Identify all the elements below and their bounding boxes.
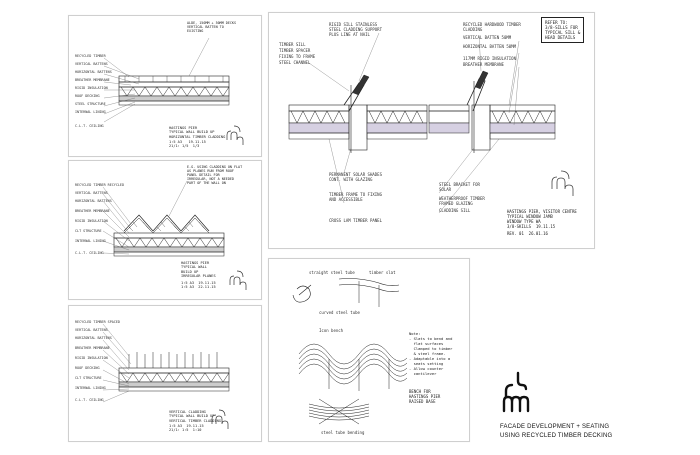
sheet-title: HASTINGS PIER, VISITOR CENTRE TYPICAL WI… <box>507 209 577 229</box>
detail-label: TIMBER FRAME TO FIXING <box>329 192 382 197</box>
bench-caption: BENCH FOR HASTINGS PIER RAISED BASE <box>409 389 441 405</box>
sketch-label: timber slat <box>369 270 396 275</box>
detail-label: RECYCLED HARDWOOD TIMBER <box>463 22 521 27</box>
architect-logo <box>229 270 247 290</box>
layer-label: STEEL STRUCTURE <box>75 102 106 106</box>
sheet-scale: 1:5 A3 19.11.15 1:5 A3 22.11.15 <box>181 281 216 290</box>
detail-label: HORIZONTAL BATTEN 50MM <box>463 44 516 49</box>
sheet-title: VERTICAL CLADDING TYPICAL WALL BUILD UP … <box>169 410 221 423</box>
layer-label: HORIZONTAL BATTENS <box>75 336 112 340</box>
sheet-scale: REV. 01 26.01.16 <box>507 231 548 236</box>
detail-label: SOLAR <box>439 187 452 192</box>
detail-label: STEEL CLADDING SUPPORT <box>329 27 382 32</box>
drawing-sheet-irregular-planes: E.G. USING CLADDING ON FLAT AS PLANES RU… <box>68 160 262 300</box>
detail-label: CLADDING SILL <box>439 208 471 213</box>
layer-label: INTERNAL LINING <box>75 110 106 114</box>
sheet-top-note: ALDE, 150MM + 50MM DECKS VERTICAL BATTEN… <box>187 21 236 33</box>
detail-label: TIMBER SILL <box>279 42 306 47</box>
detail-label: VERTICAL BATTEN 50MM <box>463 35 512 40</box>
drawing-sheet-horizontal-cladding: ALDE, 150MM + 50MM DECKS VERTICAL BATTEN… <box>68 15 262 157</box>
detail-label: STEEL BRACKET FOR <box>439 182 480 187</box>
layer-label: ROOF DECKING <box>75 366 100 370</box>
layer-label: INTERNAL LINING <box>75 239 106 243</box>
detail-label: AND ACCESSIBLE <box>329 197 363 202</box>
layer-label: RIGID INSULATION <box>75 219 108 223</box>
layer-label: VERTICAL BATTENS <box>75 62 108 66</box>
detail-label: RIGID SILL STAINLESS <box>329 22 378 27</box>
bench-sketch-drawing <box>292 278 408 425</box>
detail-label: WEATHERPROOF TIMBER <box>439 196 485 201</box>
layer-label: C.L.T. CEILING <box>75 124 104 128</box>
wall-section-drawing <box>103 37 244 145</box>
layer-label: BREATHER MEMBRANE <box>75 78 110 82</box>
layer-label: CLT STRUCTURE <box>75 229 102 233</box>
layer-label: BREATHER MEMBRANE <box>75 209 110 213</box>
detail-label: PERMANENT SOLAR SHADES <box>329 172 382 177</box>
detail-label: CROSS LAM TIMBER PANEL <box>329 218 382 223</box>
window-jamb-section-drawing <box>288 32 574 214</box>
layer-label: RIGID INSULATION <box>75 86 108 90</box>
sheet-top-note: E.G. USING CLADDING ON FLAT AS PLANES RU… <box>187 165 243 185</box>
sketch-label: steel tube bending <box>321 430 365 435</box>
detail-label: CONT. WITH GLAZING <box>329 177 373 182</box>
detail-label: BREATHER MEMBRANE <box>463 62 504 67</box>
architect-logo <box>211 409 229 429</box>
layer-label: C.L.T. CEILING <box>75 398 104 402</box>
caption-line: USING RECYCLED TIMBER DECKING <box>500 433 613 439</box>
detail-label: FRAMED GLAZING <box>439 201 473 206</box>
layer-label: CLT STRUCTURE <box>75 376 102 380</box>
layer-label: BREATHER MEMBRANE <box>75 346 110 350</box>
drawing-sheet-window-jamb: REFER TO: 3/8-SILLS FOR TYPICAL SILL & H… <box>268 12 595 249</box>
layer-label: RECYCLED TIMBER <box>75 54 106 58</box>
sheet-scale: 1:5 A3 19.11.15 21/1: 1:5 1:10 <box>169 424 204 433</box>
sketch-label: curved steel tube <box>319 310 360 315</box>
layer-label: INTERNAL LINING <box>75 386 106 390</box>
sketch-label: straight steel tube <box>309 270 355 275</box>
detail-label: PLUS LINE AT NAIL <box>329 32 370 37</box>
layer-label: RECYCLED TIMBER RECYCLED <box>75 183 124 187</box>
project-caption: FACADE DEVELOPMENT + SEATING USING RECYC… <box>500 423 612 441</box>
reference-note-box: REFER TO: 3/8-SILLS FOR TYPICAL SILL & H… <box>541 17 585 43</box>
detail-label: TIMBER SPACER <box>279 48 311 53</box>
layer-label: HORIZONTAL BATTENS <box>75 199 112 203</box>
drawing-sheet-bench-sketch: straight steel tube timber slat curved s… <box>268 258 470 442</box>
layer-label: RIGID INSULATION <box>75 356 108 360</box>
sketch-label: Icon bench <box>319 328 344 333</box>
wall-section-drawing <box>102 323 230 429</box>
layer-label: VERTICAL BATTENS <box>75 328 108 332</box>
layer-label: HORIZONTAL BATTENS <box>75 70 112 74</box>
layer-label: C.L.T. CEILING <box>75 251 104 255</box>
sheet-title: HASTINGS PIER TYPICAL WALL BUILD UP IRRE… <box>181 261 216 279</box>
layer-label: RECYCLED TIMBER SPACED <box>75 320 120 324</box>
caption-line: FACADE DEVELOPMENT + SEATING <box>500 424 610 430</box>
detail-label: CLADDING <box>463 27 483 32</box>
architect-logo <box>502 371 530 413</box>
detail-label: FIXING TO FRAME <box>279 54 316 59</box>
wall-section-drawing <box>102 180 247 290</box>
architect-logo <box>226 125 244 145</box>
layer-label: VERTICAL BATTENS <box>75 191 108 195</box>
sheet-title: HASTINGS PIER TYPICAL WALL BUILD UP HORI… <box>169 126 226 139</box>
detail-label: STEEL CHANNEL <box>279 60 311 65</box>
layer-label: ROOF DECKING <box>75 94 100 98</box>
sheet-scale: 1:5 A3 19.11.15 21/1: 1/5 1/3 <box>169 140 206 149</box>
architect-logo <box>551 170 574 196</box>
drawing-sheet-vertical-cladding: RECYCLED TIMBER SPACED VERTICAL BATTENS … <box>68 305 262 442</box>
bench-notes: Note: - Slats to bend and flat surfaces … <box>409 331 453 376</box>
detail-label: 117MM RIGID INSULATION <box>463 56 516 61</box>
